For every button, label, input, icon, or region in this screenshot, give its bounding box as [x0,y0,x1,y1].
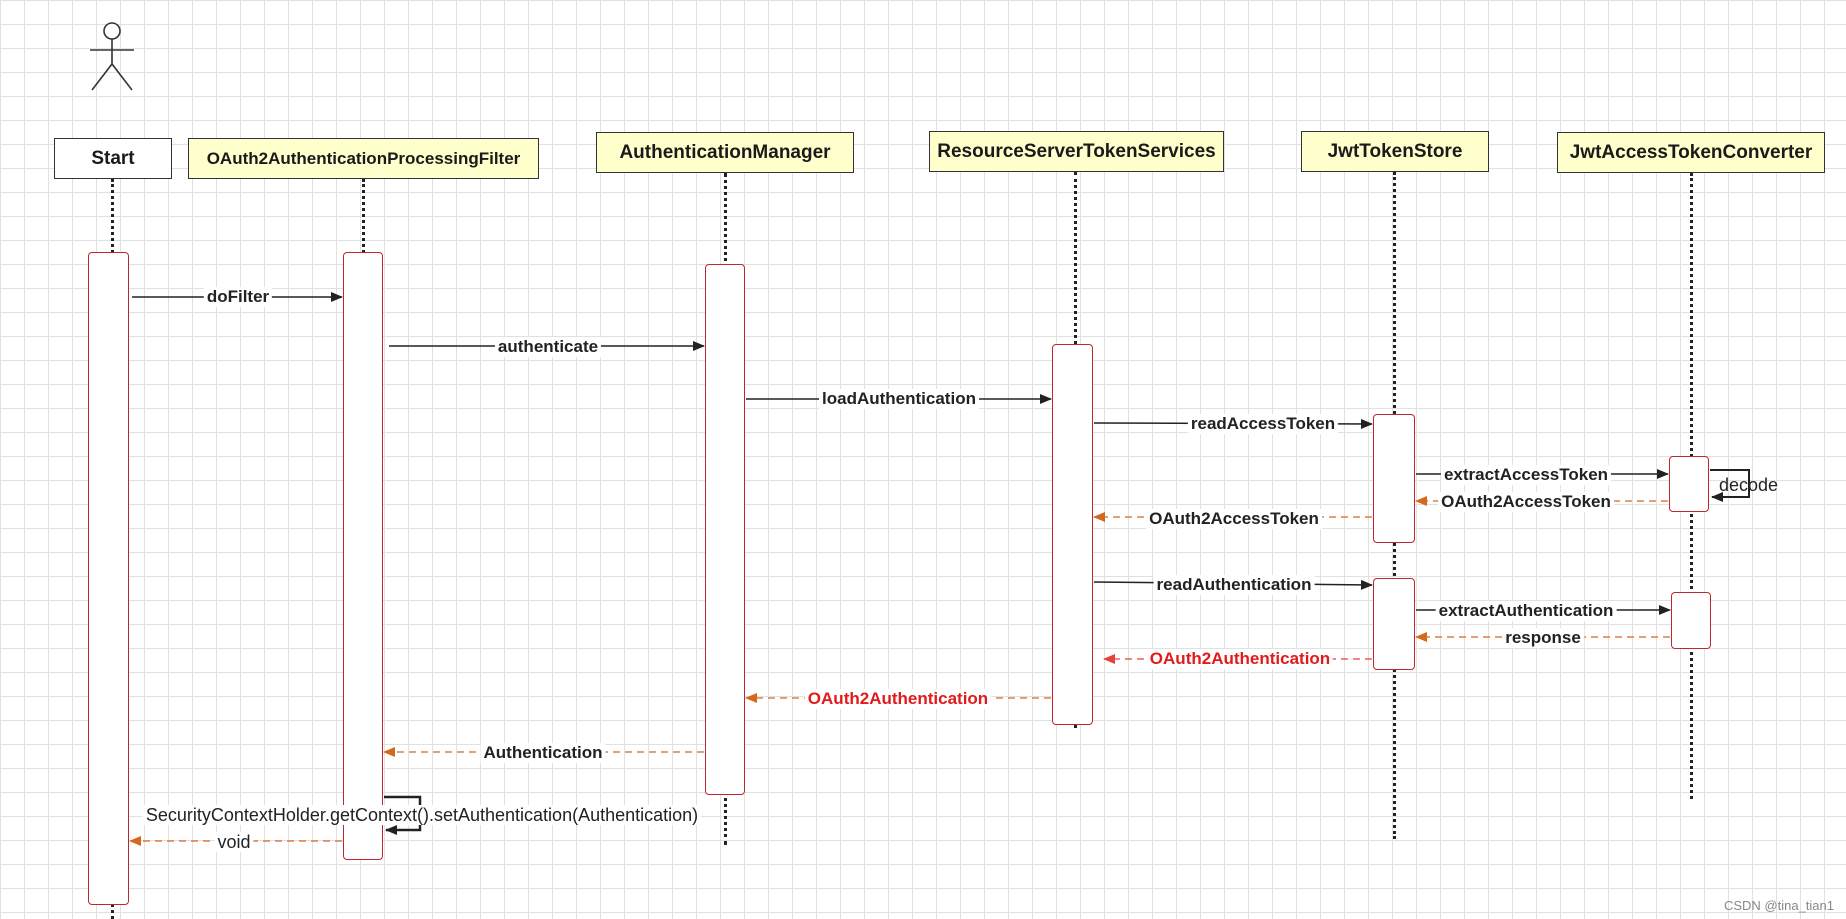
activation-services [1052,344,1093,725]
arrow-decode-self [1710,469,1750,502]
label-response: response [1502,628,1584,648]
participant-jwt-access-token-converter[interactable]: JwtAccessTokenConverter [1557,132,1825,173]
actor-icon [90,22,134,91]
label-oauth2-access-token: OAuth2AccessToken [1146,509,1322,529]
watermark-text: CSDN @tina_tian1 [1723,898,1834,913]
participant-oauth2-processing-filter[interactable]: OAuth2AuthenticationProcessingFilter [188,138,539,179]
label-do-filter: doFilter [203,287,273,307]
label-load-authentication: loadAuthentication [819,389,979,409]
label-authenticate: authenticate [494,337,602,357]
label-extract-authentication: extractAuthentication [1435,601,1617,621]
activation-start [88,252,129,905]
label-extract-access-token: extractAccessToken [1440,465,1612,485]
activation-store-read-auth [1373,578,1415,670]
label-set-authentication: SecurityContextHolder.getContext().setAu… [142,805,702,825]
participant-start[interactable]: Start [54,138,172,179]
activation-store-read-token [1373,414,1415,543]
activation-converter-decode [1669,456,1709,512]
label-read-access-token: readAccessToken [1187,414,1339,434]
participant-jwt-token-store[interactable]: JwtTokenStore [1301,131,1489,172]
label-authentication: Authentication [480,743,606,763]
label-read-authentication: readAuthentication [1153,575,1315,595]
label-void: void [214,832,254,852]
label-oauth2-access-token-inner: OAuth2AccessToken [1438,492,1614,512]
participant-authentication-manager[interactable]: AuthenticationManager [596,132,854,173]
activation-manager [705,264,745,795]
activation-filter [343,252,383,860]
label-oauth2-authentication: OAuth2Authentication [804,689,992,709]
label-oauth2-authentication-inner: OAuth2Authentication [1146,649,1334,669]
activation-converter-extract-auth [1671,592,1711,649]
label-decode: decode [1719,475,1779,495]
participant-resource-server-token-services[interactable]: ResourceServerTokenServices [929,131,1224,172]
